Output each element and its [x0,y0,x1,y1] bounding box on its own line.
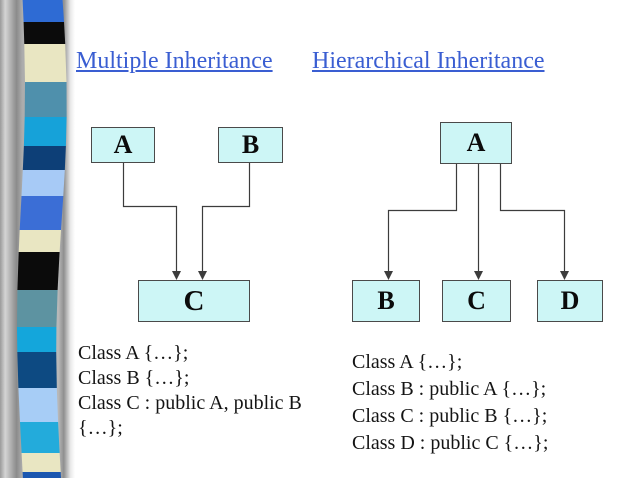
strip-segment [18,230,61,252]
class-box-a-hierarchical: A [440,122,512,164]
code-line: Class A {…}; [78,342,189,364]
strip-segment [24,82,67,117]
arrowhead-a-to-b2 [384,271,393,280]
connector-a-to-c [122,163,178,271]
strip-segment [17,352,57,388]
code-block-multiple: Class A {…}; Class B {…}; Class C : publ… [78,341,302,441]
strip-segment [22,472,62,478]
title-hierarchical-inheritance[interactable]: Hierarchical Inheritance [312,48,545,74]
strip-segment [17,252,60,290]
connector-b-to-c [201,163,251,271]
class-box-b-hierarchical: B [352,280,420,322]
class-box-c-multiple: C [138,280,250,322]
strip-segment [17,327,57,352]
class-box-c-hierarchical: C [442,280,511,322]
code-line: Class C : public A, public B [78,392,302,414]
strip-segment [22,0,65,22]
arrowhead-a-to-c2 [474,271,483,280]
strip-segment [19,196,64,230]
strip-segment [21,170,65,196]
connector-a-to-b2 [387,164,458,271]
code-line: {…}; [78,417,123,439]
code-block-hierarchical: Class A {…}; Class B : public A {…}; Cla… [352,349,548,457]
strip-segment [21,453,61,472]
strip-segment [23,117,67,146]
strip-segment [23,22,66,44]
class-box-d-hierarchical: D [537,280,603,322]
strip-segment [20,422,60,453]
class-box-a-multiple: A [91,127,155,163]
decorative-side-strip [0,0,75,478]
arrowhead-a-to-c [172,271,181,280]
class-box-b-multiple: B [218,127,283,163]
code-line: Class A {…}; [352,351,463,373]
strip-segment [18,388,59,422]
strip-segment [22,146,66,170]
code-line: Class B {…}; [78,367,190,389]
code-line: Class B : public A {…}; [352,378,547,400]
strip-segment [17,290,58,327]
connector-a-to-d2 [499,164,566,271]
code-line: Class C : public B {…}; [352,405,548,427]
title-multiple-inheritance[interactable]: Multiple Inheritance [76,48,273,74]
arrowhead-a-to-d2 [560,271,569,280]
code-line: Class D : public C {…}; [352,432,549,454]
strip-segment [24,44,67,82]
arrowhead-b-to-c [198,271,207,280]
